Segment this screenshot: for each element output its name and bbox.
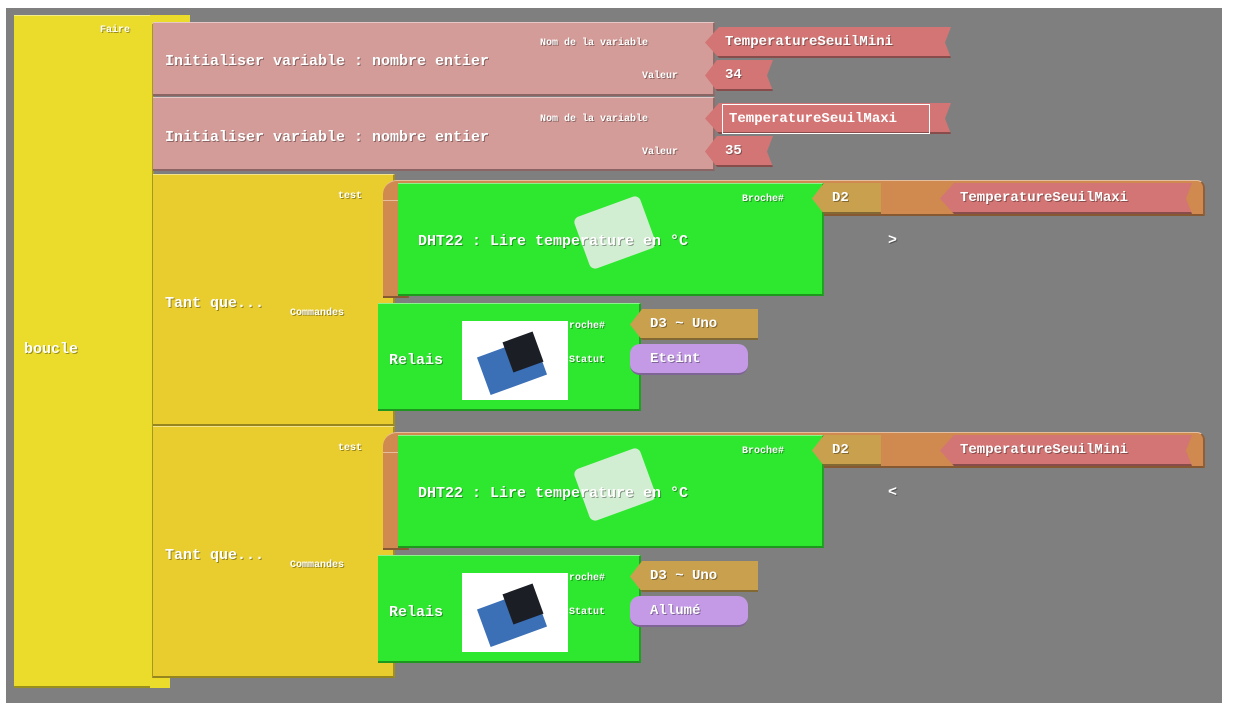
loop-label: boucle [24,341,79,358]
relay-pin-dropdown[interactable]: D3 ~ Uno [630,561,758,592]
operator-label[interactable]: < [888,484,898,501]
relay-pin-dropdown[interactable]: D3 ~ Uno [630,309,758,340]
value-field[interactable]: 35 [705,136,773,167]
relay-title: Relais [389,604,444,621]
test-label: test [338,191,363,202]
init-title: Initialiser variable : nombre entier [165,129,490,146]
name-label: Nom de la variable [540,114,649,125]
relay-image [462,321,568,400]
compare-variable[interactable]: TemperatureSeuilMini [940,435,1192,466]
sensor-pin-dropdown[interactable]: D2 [812,183,881,214]
name-label: Nom de la variable [540,38,649,49]
do-label: Faire [100,25,131,36]
pin-label: Broche# [742,194,785,205]
relay-image [462,573,568,652]
while-title: Tant que... [165,295,265,312]
pin-label: roche# [569,573,606,584]
relay-status-dropdown[interactable]: Allumé [630,596,748,627]
relay-title: Relais [389,352,444,369]
sensor-title: DHT22 : Lire temperature en °C [418,233,689,250]
status-label: Statut [569,607,606,618]
status-label: Statut [569,355,606,366]
compare-variable[interactable]: TemperatureSeuilMaxi [940,183,1192,214]
pin-label: roche# [569,321,606,332]
sensor-pin-dropdown[interactable]: D2 [812,435,881,466]
variable-name-field-selected[interactable]: TemperatureSeuilMaxi [722,104,930,134]
commands-label: Commandes [290,560,345,571]
while-title: Tant que... [165,547,265,564]
value-label: Valeur [642,71,679,82]
relay-status-dropdown[interactable]: Eteint [630,344,748,375]
operator-label[interactable]: > [888,232,898,249]
sensor-title: DHT22 : Lire temperature en °C [418,485,689,502]
value-label: Valeur [642,147,679,158]
value-field[interactable]: 34 [705,60,773,91]
test-label: test [338,443,363,454]
pin-label: Broche# [742,446,785,457]
commands-label: Commandes [290,308,345,319]
variable-name-field[interactable]: TemperatureSeuilMini [705,27,951,58]
init-title: Initialiser variable : nombre entier [165,53,490,70]
